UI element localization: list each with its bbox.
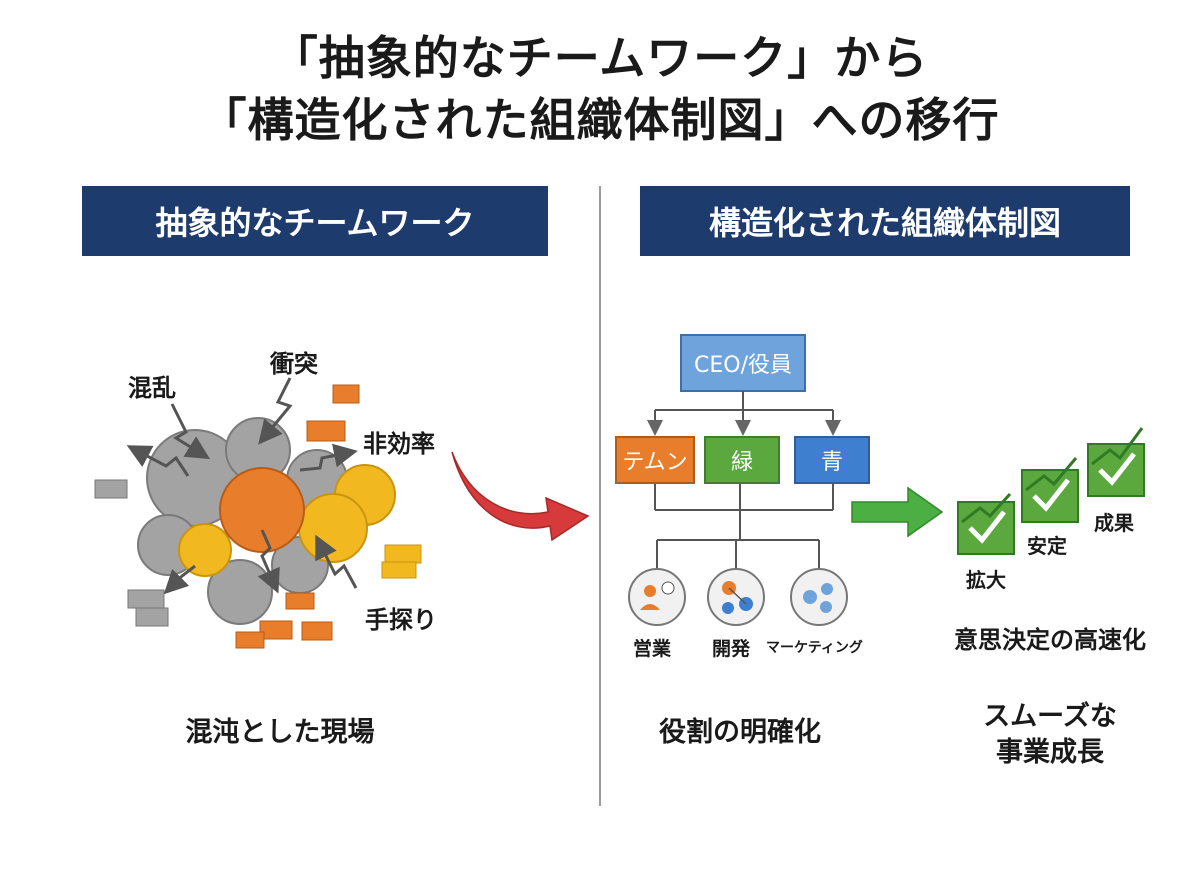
role-label-dev: 開発 bbox=[712, 638, 751, 660]
left-panel-header: 抽象的なチームワーク bbox=[82, 186, 548, 256]
marketing-icon bbox=[790, 568, 848, 626]
yellow-circle bbox=[178, 523, 232, 577]
person-chart-icon bbox=[628, 568, 686, 626]
left-caption: 混沌とした現場 bbox=[185, 717, 375, 748]
growth-step-2 bbox=[1021, 457, 1079, 523]
page-title-line1: 「抽象的なチームワーク」から bbox=[271, 31, 929, 85]
network-icon bbox=[707, 568, 765, 626]
right-panel-header: 構造化された組織体制図 bbox=[640, 186, 1130, 256]
ceo-box bbox=[680, 334, 806, 392]
growth-step-label-3: 成果 bbox=[1094, 511, 1134, 535]
zigzag-arrows bbox=[126, 377, 358, 595]
growth-step-3 bbox=[1087, 427, 1145, 497]
groping-label: 手探り bbox=[365, 606, 437, 634]
ceo-label: CEO/役員 bbox=[694, 353, 792, 378]
yellow-circle bbox=[298, 493, 368, 563]
chaos-cluster bbox=[137, 417, 396, 625]
growth-steps bbox=[957, 427, 1145, 555]
growth-caption-line2: 事業成長 bbox=[996, 737, 1104, 768]
role-label-marketing: マーケティング bbox=[766, 640, 863, 656]
growth-subtitle: 意思決定の高速化 bbox=[954, 626, 1146, 654]
team-box-blue: 青 bbox=[794, 436, 870, 484]
inefficiency-label: 非効率 bbox=[363, 430, 435, 458]
growth-step-label-1: 拡大 bbox=[966, 568, 1006, 592]
conflict-label: 衝突 bbox=[270, 350, 318, 378]
page-title-line2: 「構造化された組織体制図」への移行 bbox=[200, 93, 1000, 147]
scattered-blocks bbox=[94, 384, 422, 649]
team-box-green: 緑 bbox=[704, 436, 780, 484]
role-icons bbox=[628, 568, 848, 626]
orange-circle bbox=[219, 467, 305, 553]
org-caption: 役割の明確化 bbox=[659, 717, 821, 748]
role-label-sales: 営業 bbox=[633, 638, 672, 660]
transition-arrow-green bbox=[851, 486, 944, 538]
chaos-label: 混乱 bbox=[128, 374, 176, 402]
org-chart bbox=[628, 334, 848, 626]
growth-step-1 bbox=[957, 492, 1015, 555]
panel-divider bbox=[599, 186, 601, 806]
transition-arrow-red bbox=[451, 451, 590, 542]
growth-step-label-2: 安定 bbox=[1027, 534, 1067, 558]
team-box-orange: テムン bbox=[615, 436, 695, 484]
growth-caption-line1: スムーズな bbox=[983, 701, 1117, 732]
